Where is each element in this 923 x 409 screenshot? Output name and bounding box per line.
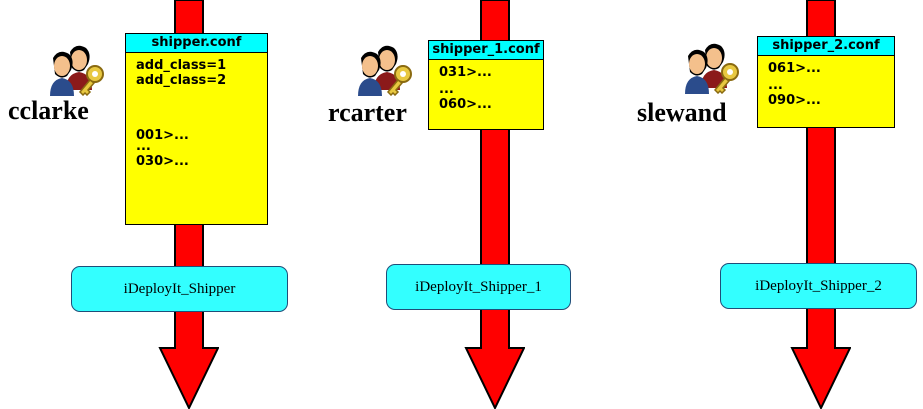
conf-line: 030>... [136,154,189,169]
conf-file-shipper-2: shipper_2.conf 061>... ... 090>... [757,36,895,128]
conf-file-shipper-1: shipper_1.conf 031>... ... 060>... [428,40,544,130]
shipper-box-1: iDeployIt_Shipper [71,266,288,312]
conf-line-ellipsis: ... [439,82,454,97]
conf-file-shipper: shipper.conf add_class=1 add_class=2 001… [125,33,268,225]
user-name-rcarter: rcarter [328,98,407,127]
conf-file-body: 061>... ... 090>... [758,56,894,108]
conf-file-body: 031>... ... 060>... [429,60,543,112]
conf-line-ellipsis: ... [768,78,783,93]
user-name-slewand: slewand [637,98,727,127]
conf-line: 060>... [439,97,492,112]
conf-file-title: shipper_1.conf [429,41,543,60]
conf-line: add_class=2 [136,73,227,88]
conf-line: 061>... [768,61,821,76]
conf-line-ellipsis: ... [136,139,151,154]
shipper-box-2: iDeployIt_Shipper_1 [386,264,571,310]
conf-line: 001>... [136,128,189,143]
conf-file-title: shipper_2.conf [758,37,894,56]
conf-line: add_class=1 [136,58,227,73]
conf-line: 031>... [439,65,492,80]
conf-file-body: add_class=1 add_class=2 001>... ... 030>… [126,53,267,169]
users-key-icon [685,43,739,94]
conf-line-blank [136,88,267,128]
users-key-icon [50,45,104,96]
user-name-cclarke: cclarke [8,96,89,125]
shipper-box-3: iDeployIt_Shipper_2 [720,263,917,309]
conf-line: 090>... [768,93,821,108]
users-key-icon [358,45,412,96]
conf-file-title: shipper.conf [126,34,267,53]
